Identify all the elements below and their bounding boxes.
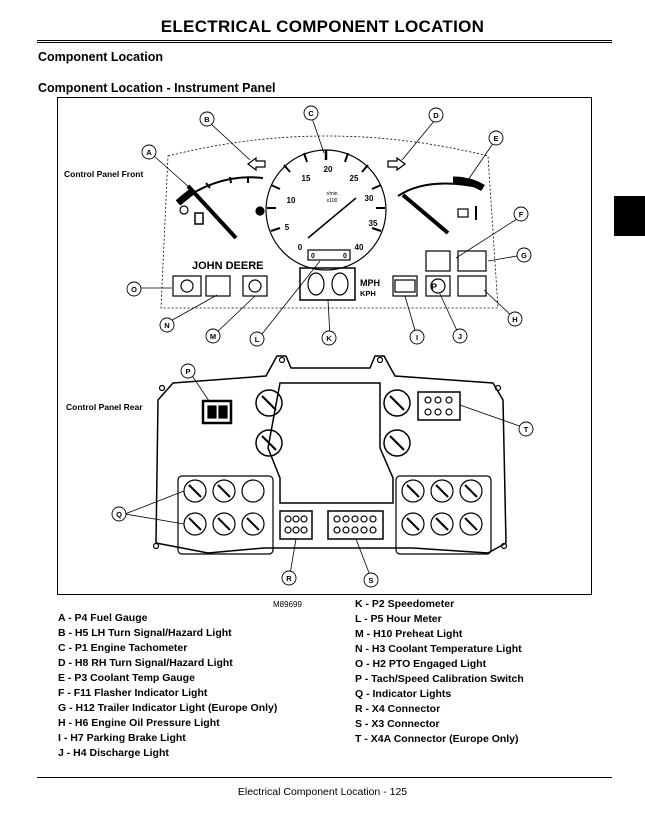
callout-k: K [326, 334, 332, 343]
tach-scale-0: 0 [298, 243, 303, 252]
callout-l: L [255, 335, 260, 344]
callout-m: M [210, 332, 216, 341]
control-panel-front-label: Control Panel Front [64, 169, 144, 179]
tach-scale-5: 5 [285, 223, 290, 232]
legend-item: O - H2 PTO Engaged Light [355, 658, 487, 670]
legend-item: L - P5 Hour Meter [355, 613, 442, 625]
callout-r: R [286, 574, 292, 583]
legend-item: R - X4 Connector [355, 703, 441, 715]
legend-item: Q - Indicator Lights [355, 688, 452, 700]
legend-item: K - P2 Speedometer [355, 598, 455, 610]
section-tab-marker [614, 196, 645, 236]
callout-g: G [521, 251, 527, 260]
legend-item: N - H3 Coolant Temperature Light [355, 643, 522, 655]
callout-f: F [519, 210, 524, 219]
speed-unit-kph: KPH [360, 289, 376, 298]
callout-t: T [524, 425, 529, 434]
callout-i: I [416, 333, 418, 342]
tach-scale-40: 40 [355, 243, 364, 252]
legend-item: S - X3 Connector [355, 718, 440, 730]
legend-item: E - P3 Coolant Temp Gauge [58, 672, 195, 684]
figure-id: M89699 [273, 600, 302, 609]
tach-scale-35: 35 [369, 219, 378, 228]
legend-item: M - H10 Preheat Light [355, 628, 463, 640]
legend-right: K - P2 Speedometer L - P5 Hour Meter M -… [355, 597, 524, 747]
page-footer: Electrical Component Location - 125 [237, 786, 408, 798]
callout-n: N [164, 321, 169, 330]
title-rule [37, 40, 612, 43]
section-heading: Component Location [38, 50, 163, 64]
callout-e: E [493, 134, 498, 143]
legend-item: F - F11 Flasher Indicator Light [58, 687, 208, 699]
callout-b: B [204, 115, 210, 124]
legend-item: P - Tach/Speed Calibration Switch [355, 673, 524, 685]
callout-h: H [512, 315, 517, 324]
legend-item: B - H5 LH Turn Signal/Hazard Light [58, 627, 232, 639]
callout-q: Q [116, 510, 122, 519]
callout-a: A [146, 148, 152, 157]
section-subheading: Component Location - Instrument Panel [38, 81, 276, 95]
legend-item: I - H7 Parking Brake Light [58, 732, 186, 744]
instrument-panel-diagram: A B C D E F G H J K L M N O P Q R S T I … [64, 105, 534, 588]
callout-d: D [433, 111, 439, 120]
legend-item: A - P4 Fuel Gauge [58, 612, 148, 624]
tach-scale-25: 25 [350, 174, 359, 183]
tach-scale-10: 10 [287, 196, 296, 205]
callout-p: P [185, 367, 190, 376]
footer-rule [37, 777, 612, 778]
callout-s: S [368, 576, 373, 585]
hour-meter-digit-left: 0 [311, 253, 315, 260]
callout-j: J [458, 332, 462, 341]
tach-unit-rpm: r/min [326, 191, 337, 197]
legend-item: T - X4A Connector (Europe Only) [355, 733, 519, 745]
brand-label: JOHN DEERE [192, 260, 264, 272]
legend-item: H - H6 Engine Oil Pressure Light [58, 717, 220, 729]
speed-unit-mph: MPH [360, 278, 380, 288]
control-panel-rear-label: Control Panel Rear [66, 402, 143, 412]
park-symbol: P [431, 282, 437, 292]
tach-unit-x100: x100 [327, 198, 338, 204]
callout-o: O [131, 285, 137, 294]
legend-item: G - H12 Trailer Indicator Light (Europe … [58, 702, 278, 714]
page-title: ELECTRICAL COMPONENT LOCATION [160, 17, 485, 36]
legend-item: C - P1 Engine Tachometer [58, 642, 188, 654]
tach-scale-20: 20 [324, 165, 333, 174]
legend-item: D - H8 RH Turn Signal/Hazard Light [58, 657, 233, 669]
legend-left: A - P4 Fuel Gauge B - H5 LH Turn Signal/… [58, 611, 277, 761]
callout-c: C [308, 109, 314, 118]
legend-item: J - H4 Discharge Light [58, 747, 169, 759]
instrument-panel-figure: A B C D E F G H J K L M N O P Q R S T I … [57, 97, 592, 595]
tach-scale-30: 30 [365, 194, 374, 203]
hour-meter-digit-right: 0 [343, 253, 347, 260]
tach-scale-15: 15 [302, 174, 311, 183]
